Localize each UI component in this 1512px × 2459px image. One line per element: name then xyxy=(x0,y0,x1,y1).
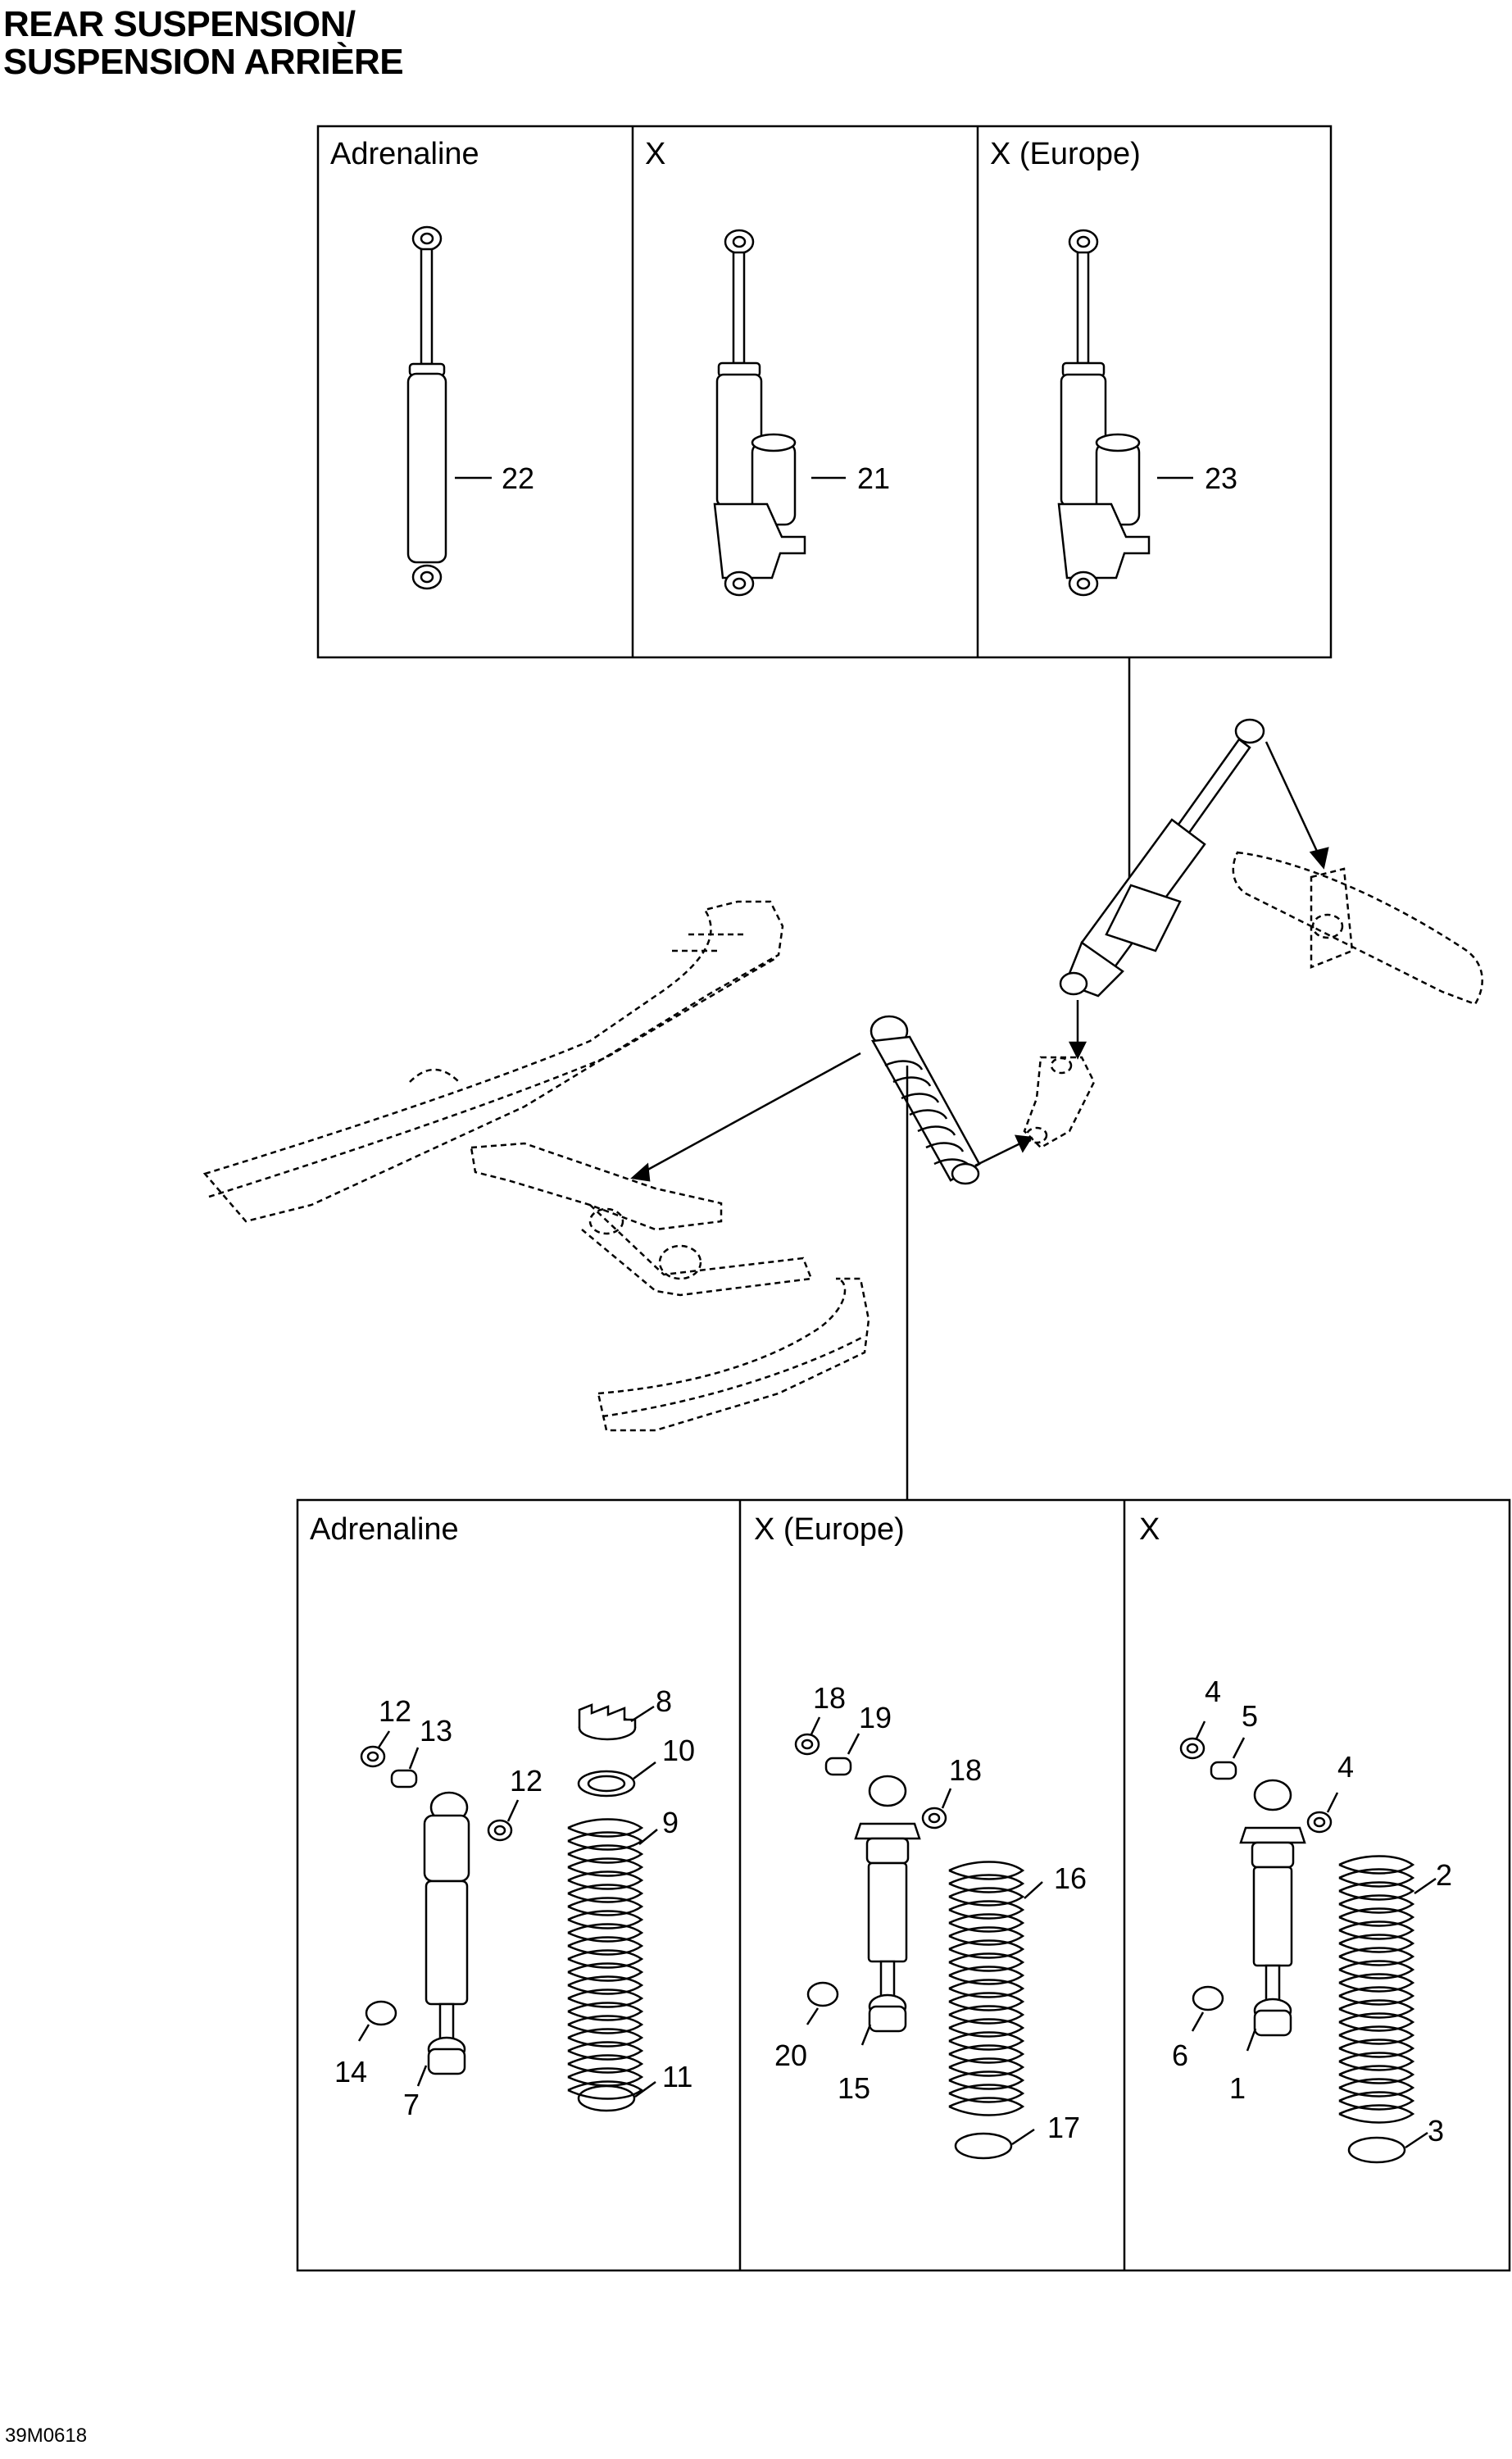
callout-11: 11 xyxy=(662,2060,692,2093)
rear-suspension-rail xyxy=(202,900,784,1223)
x-leaders xyxy=(1191,1720,1437,2149)
top-panel-label-x: X xyxy=(645,137,665,171)
callout-13: 13 xyxy=(420,1714,452,1748)
callout-20: 20 xyxy=(774,2039,807,2072)
adrenaline-spring-9 xyxy=(566,1818,643,2100)
callout-10: 10 xyxy=(662,1734,695,1767)
callout-2: 2 xyxy=(1436,1858,1452,1892)
callout-4-a: 4 xyxy=(1205,1675,1221,1708)
callout-16: 16 xyxy=(1054,1861,1087,1895)
shock-absorber-23 xyxy=(1057,229,1151,597)
callout-7: 7 xyxy=(403,2088,420,2121)
callout-1: 1 xyxy=(1229,2071,1246,2105)
assembly-arrows xyxy=(630,741,1329,1182)
rear-suspension-lower-rail xyxy=(597,1277,870,1432)
callout-6: 6 xyxy=(1172,2039,1188,2072)
bottom-panel-label-x-europe: X (Europe) xyxy=(754,1512,905,1547)
callout-18-a: 18 xyxy=(813,1681,846,1715)
adrenaline-shock-kit xyxy=(360,1703,637,2112)
callout-22: 22 xyxy=(502,461,534,495)
bottom-panels-frame xyxy=(296,1498,1511,2272)
x-europe-leaders xyxy=(806,1716,1043,2146)
callout-12-b: 12 xyxy=(510,1764,543,1798)
callout-21: 21 xyxy=(857,461,890,495)
shock-absorber-22 xyxy=(406,225,447,590)
x-europe-spring-16 xyxy=(947,1861,1024,2116)
top-panel-label-x-europe: X (Europe) xyxy=(990,137,1141,171)
callout-5: 5 xyxy=(1242,1699,1258,1733)
callout-19: 19 xyxy=(859,1701,892,1734)
x-spring-2 xyxy=(1337,1855,1414,2124)
top-panels-frame xyxy=(316,125,1333,659)
installed-piggyback-shock xyxy=(1059,718,1265,998)
top-panel-label-adrenaline: Adrenaline xyxy=(330,137,479,171)
front-arm-assembly xyxy=(470,1142,813,1297)
title-line-2: SUSPENSION ARRIÈRE xyxy=(3,42,404,82)
installed-coil-shock xyxy=(870,1015,981,1185)
suspension-link xyxy=(1023,1056,1096,1149)
callout-15: 15 xyxy=(838,2071,870,2105)
x-shock-kit xyxy=(1179,1737,1406,2164)
rear-arm-assembly xyxy=(1232,851,1483,1006)
adrenaline-leaders xyxy=(357,1705,658,2098)
figure-reference-code: 39M0618 xyxy=(5,2425,88,2447)
bottom-panel-label-x: X xyxy=(1139,1512,1160,1547)
callout-17: 17 xyxy=(1047,2111,1080,2144)
callout-18-b: 18 xyxy=(949,1753,982,1787)
callout-4-b: 4 xyxy=(1337,1750,1354,1784)
callout-3: 3 xyxy=(1428,2114,1444,2148)
title-line-1: REAR SUSPENSION/ xyxy=(3,4,356,44)
x-europe-shock-kit xyxy=(794,1733,1013,2160)
callout-12-a: 12 xyxy=(379,1694,411,1728)
callout-8: 8 xyxy=(656,1684,672,1718)
bottom-panel-label-adrenaline: Adrenaline xyxy=(310,1512,459,1547)
callout-9: 9 xyxy=(662,1806,679,1839)
shock-absorber-21 xyxy=(713,229,806,597)
callout-23: 23 xyxy=(1205,461,1237,495)
callout-14: 14 xyxy=(334,2055,367,2089)
